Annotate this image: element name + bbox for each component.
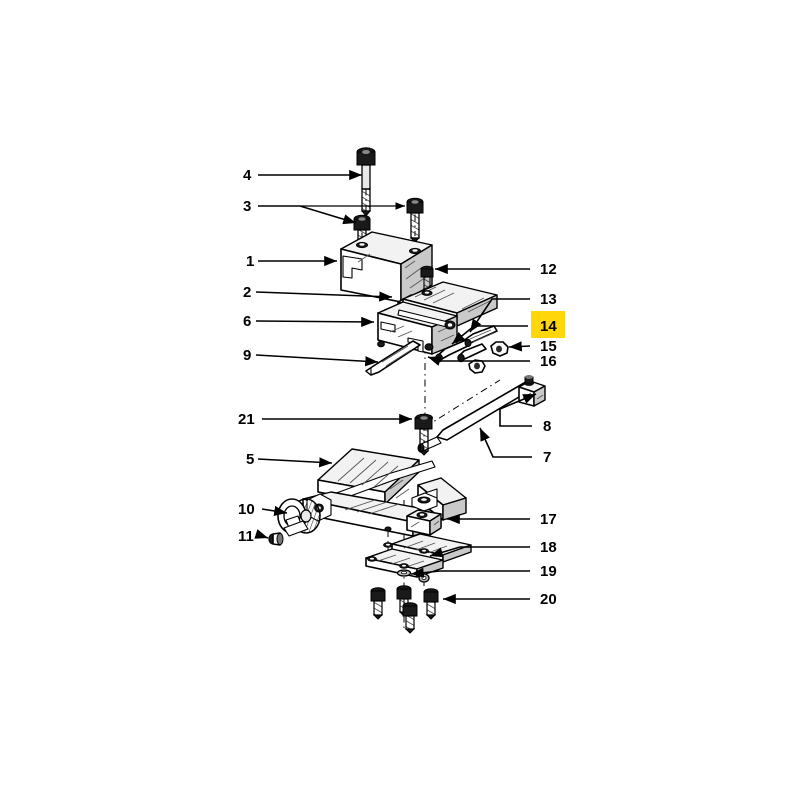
callout-14: 14 bbox=[540, 318, 557, 335]
part-21-slide-retaining-screw bbox=[414, 413, 433, 456]
part-16-threaded-stud bbox=[457, 343, 487, 374]
callout-6: 6 bbox=[243, 313, 251, 330]
part-9-gib-strip bbox=[365, 340, 421, 376]
part-17-nut-block bbox=[406, 509, 442, 536]
part-8-lead-screw-end-block bbox=[518, 375, 546, 407]
callout-16: 16 bbox=[540, 353, 557, 370]
part-1-tool-holder-block bbox=[340, 231, 433, 303]
part-7-lead-screw bbox=[417, 382, 530, 453]
callout-10: 10 bbox=[238, 501, 255, 518]
callout-18: 18 bbox=[540, 539, 557, 556]
callout-4: 4 bbox=[243, 167, 252, 184]
callout-20: 20 bbox=[540, 591, 557, 608]
part-4-long-socket-head-screw bbox=[356, 147, 376, 217]
callout-12: 12 bbox=[540, 261, 557, 278]
callout-numbers: 4 3 1 2 6 9 21 5 10 11 12 13 14 15 16 8 … bbox=[238, 167, 557, 608]
part-10-knurled-handwheel-dial bbox=[277, 498, 321, 537]
callout-17: 17 bbox=[540, 511, 557, 528]
callout-8: 8 bbox=[543, 418, 551, 435]
part-11-handwheel-set-screw bbox=[268, 532, 284, 546]
callout-19: 19 bbox=[540, 563, 557, 580]
callout-21: 21 bbox=[238, 411, 255, 428]
part-18-base-mounting-plate bbox=[365, 533, 472, 578]
callout-2: 2 bbox=[243, 284, 251, 301]
leader-lines-left bbox=[254, 169, 412, 539]
part-15-hex-nut bbox=[490, 341, 509, 357]
callout-11: 11 bbox=[238, 528, 254, 545]
callout-3: 3 bbox=[243, 198, 251, 215]
callout-13: 13 bbox=[540, 291, 557, 308]
callout-9: 9 bbox=[243, 347, 251, 364]
callout-7: 7 bbox=[543, 449, 551, 466]
part-5-dovetail-slide-assembly bbox=[302, 448, 467, 537]
callout-15: 15 bbox=[540, 338, 557, 355]
highlight-box-part-14 bbox=[531, 311, 565, 338]
part-20-hex-head-bolts bbox=[370, 585, 439, 634]
leader-lines-right bbox=[410, 263, 537, 605]
callout-1: 1 bbox=[246, 253, 254, 270]
callout-5: 5 bbox=[246, 451, 254, 468]
